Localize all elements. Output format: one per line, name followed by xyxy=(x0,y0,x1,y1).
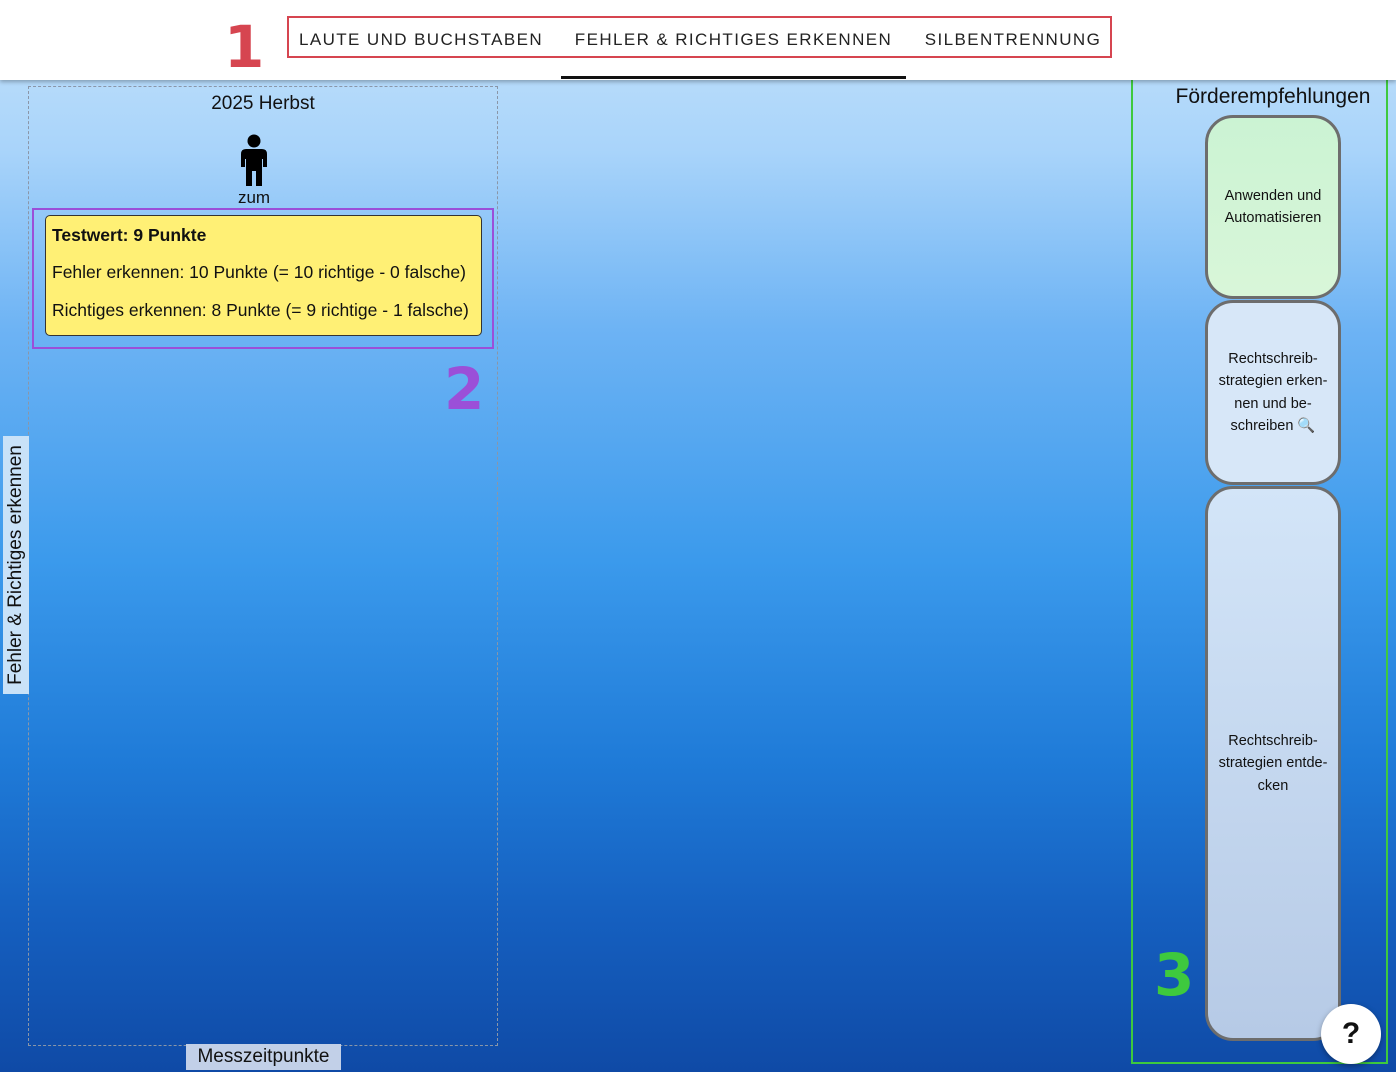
top-navigation-bar: LAUTE UND BUCHSTABEN FEHLER & RICHTIGES … xyxy=(0,0,1396,80)
recommendation-strategien-erkennen[interactable]: Rechtschreib- strategien erken- nen und … xyxy=(1205,300,1341,485)
y-axis-label-text: Fehler & Richtiges erkennen xyxy=(5,445,26,685)
recommendation-strategien-entdecken[interactable]: Rechtschreib- strategien entde- cken xyxy=(1205,486,1341,1041)
recommendation-anwenden-automatisieren[interactable]: Anwenden und Automatisieren xyxy=(1205,115,1341,299)
score-card[interactable]: Testwert: 9 Punkte Fehler erkennen: 10 P… xyxy=(45,215,482,336)
tab-fehler-richtiges-erkennen[interactable]: FEHLER & RICHTIGES ERKENNEN xyxy=(561,0,906,80)
annotation-box-score xyxy=(32,208,494,349)
student-label: zum xyxy=(237,188,271,207)
score-errors-line: Fehler erkennen: 10 Punkte (= 10 richtig… xyxy=(52,262,466,282)
rec-2-line-3: nen und be- xyxy=(1234,395,1312,412)
help-button[interactable]: ? xyxy=(1321,1004,1381,1064)
score-title: Testwert: 9 Punkte xyxy=(52,225,207,245)
rec-3-line-1: Rechtschreib- xyxy=(1228,732,1318,749)
rec-2-line-2: strategien erken- xyxy=(1218,373,1328,389)
tab-silbentrennung[interactable]: SILBENTRENNUNG xyxy=(924,30,1102,49)
rec-1-line-2: Automatisieren xyxy=(1224,210,1322,226)
annotation-marker-3: 3 xyxy=(1154,941,1195,1009)
tab-laute-und-buchstaben[interactable]: LAUTE UND BUCHSTABEN xyxy=(299,30,543,49)
recommendations-title: Förderempfehlungen xyxy=(1175,85,1371,108)
x-axis-label: Messzeitpunkte xyxy=(186,1044,341,1070)
score-correct-line: Richtiges erkennen: 8 Punkte (= 9 richti… xyxy=(52,300,469,320)
y-axis-label: Fehler & Richtiges erkennen xyxy=(3,436,29,694)
rec-2-line-1: Rechtschreib- xyxy=(1228,350,1318,367)
rec-3-line-3: cken xyxy=(1257,777,1289,794)
measurement-period-label: 2025 Herbst xyxy=(211,93,315,114)
annotation-marker-1: 1 xyxy=(224,13,265,81)
rec-2-line-4: schreiben 🔍 xyxy=(1230,418,1316,434)
rec-3-line-2: strategien entde- xyxy=(1218,755,1328,772)
person-icon xyxy=(241,134,267,186)
annotation-marker-2: 2 xyxy=(444,355,485,423)
rec-1-line-1: Anwenden und xyxy=(1224,187,1322,204)
